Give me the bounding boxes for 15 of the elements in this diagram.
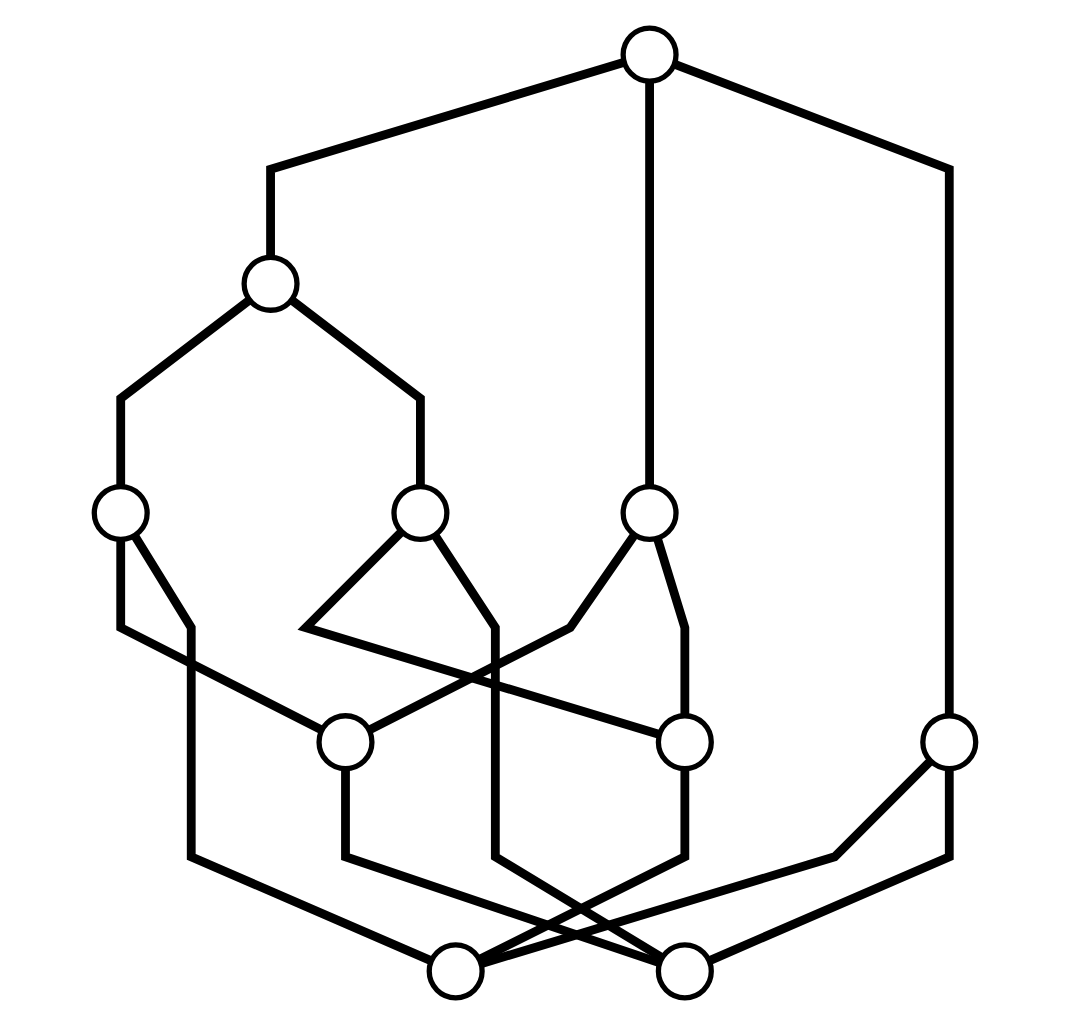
connector [653,537,690,716]
connector [288,296,425,487]
connector [477,768,690,964]
connector [645,81,654,487]
connector [707,768,954,965]
connector [116,539,324,735]
connector [479,757,934,968]
connector [341,768,662,968]
connector [672,60,954,716]
connector [266,58,626,258]
connector [297,528,661,739]
connector [116,296,253,487]
connector [130,533,434,965]
connector [431,532,665,962]
connector [367,532,639,735]
